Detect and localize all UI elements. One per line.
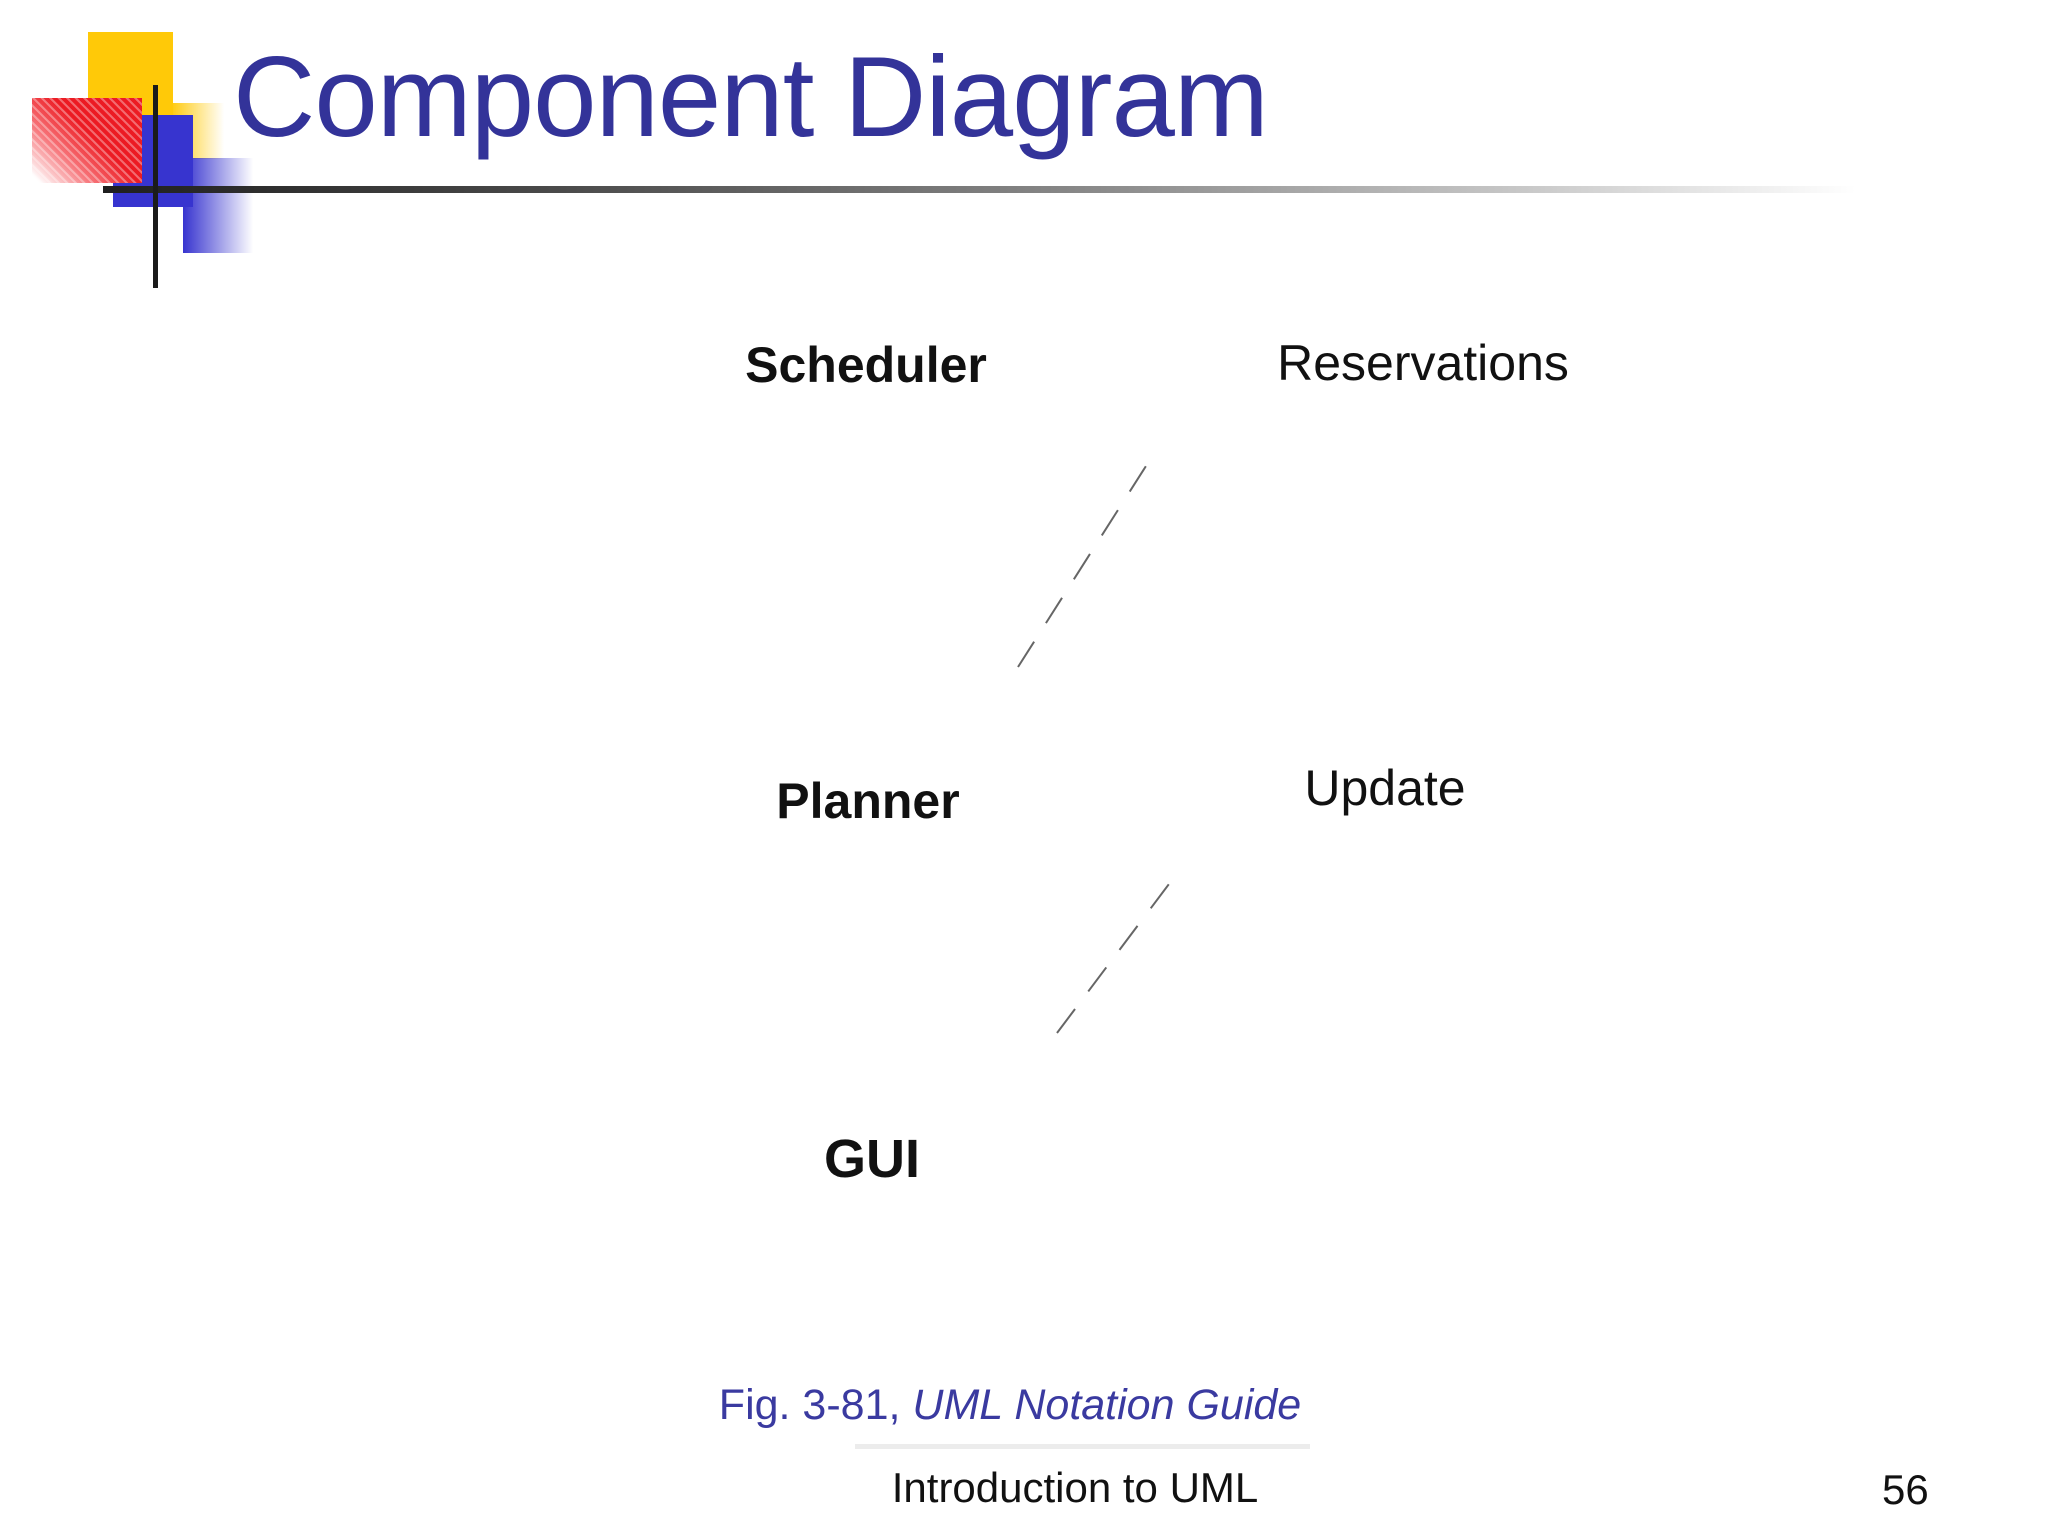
accent-blue-fade-square (183, 158, 257, 253)
node-label-update: Update (1304, 760, 1466, 816)
figure-caption: Fig. 3-81, UML Notation Guide (719, 1381, 1301, 1430)
slide-footer: Introduction to UML (891, 1464, 1259, 1511)
figure-caption-number: Fig. 3-81, (718, 1381, 913, 1429)
figure-caption-source: UML Notation Guide (912, 1381, 1302, 1429)
slide-page-number: 56 (1882, 1466, 1929, 1513)
dashed-dependency-line-gui-to-planner (1056, 879, 1173, 1034)
node-label-planner: Planner (776, 773, 960, 829)
accent-vertical-line (153, 85, 158, 288)
slide-title: Component Diagram (233, 34, 1269, 161)
caption-underline (855, 1444, 1310, 1449)
title-divider-rule (103, 186, 1910, 193)
accent-red-hatched-square (32, 98, 142, 183)
node-label-scheduler: Scheduler (745, 337, 987, 393)
dashed-dependency-line-planner-to-top (1017, 454, 1154, 668)
node-label-reservations: Reservations (1277, 335, 1569, 391)
node-label-gui: GUI (823, 1129, 921, 1189)
